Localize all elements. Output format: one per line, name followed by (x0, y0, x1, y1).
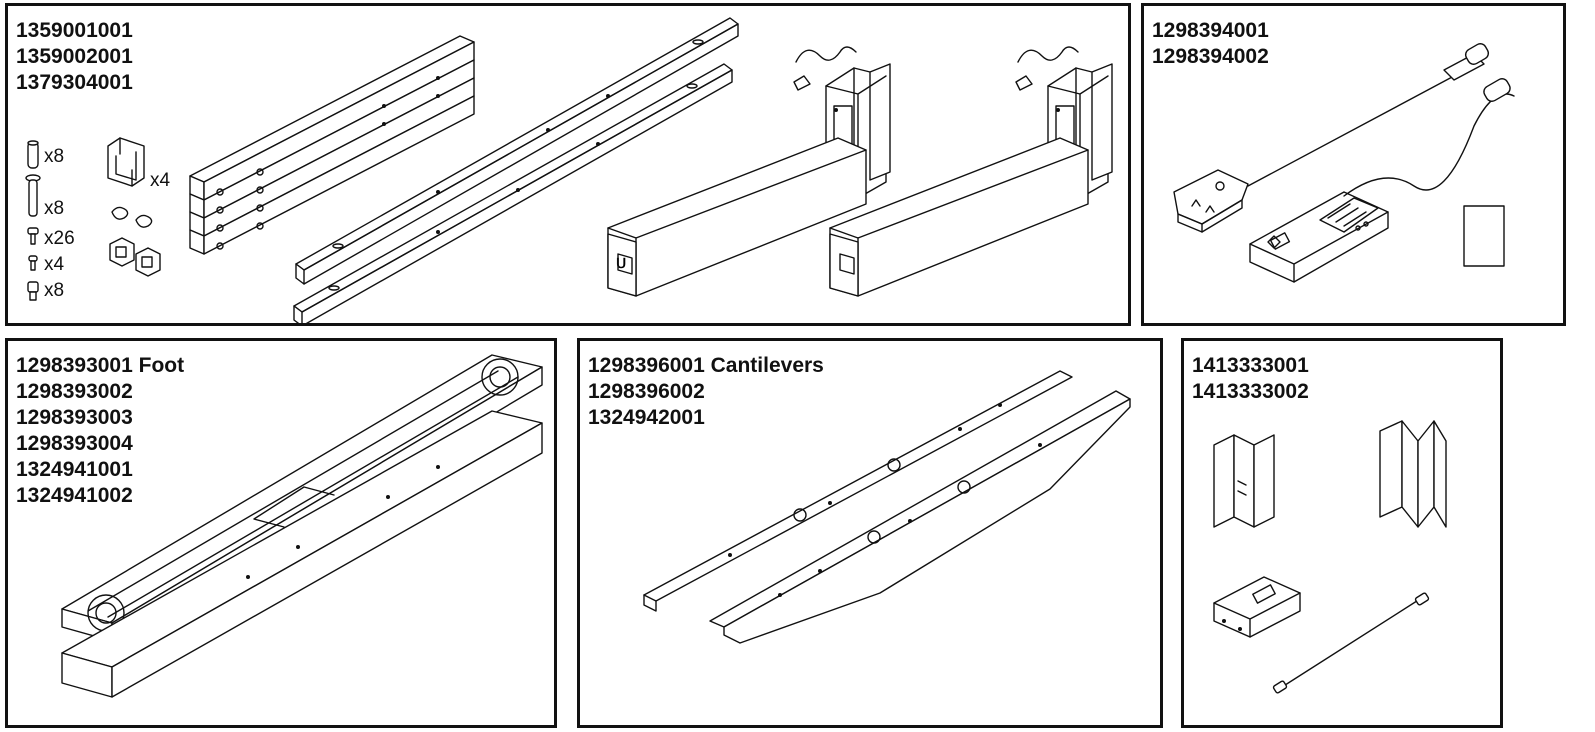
foot-part-numbers: 1298393001 Foot 1298393002 1298393003 12… (16, 353, 184, 509)
control-box-icon (1250, 192, 1388, 282)
screw-a-quantity: x26 (44, 228, 75, 249)
accessory-parts-drawing (1184, 341, 1500, 725)
part-number: 1298393001 Foot (16, 354, 185, 377)
part-number: 1298396001 Cantilevers (588, 354, 824, 377)
bracket-quantity: x4 (150, 170, 171, 191)
control-module-icon (1214, 577, 1300, 637)
cable-bracket-icon (108, 138, 144, 186)
sleeve-icon (28, 141, 38, 168)
power-plug-icon (1482, 77, 1513, 104)
lifting-column-left: ᑌ (608, 47, 890, 296)
angle-rails (294, 18, 738, 323)
clamp-block-icon (110, 238, 160, 276)
cantilever-upper-icon (644, 371, 1072, 611)
cantilever-lower-icon (710, 391, 1130, 643)
screw-icon (28, 228, 38, 244)
hand-switch-cable (1248, 76, 1454, 186)
sleeve-quantity: x8 (44, 146, 65, 167)
small-screw-icon (29, 256, 37, 270)
power-cord-connector-icon (1415, 592, 1429, 605)
pin-quantity: x8 (44, 198, 65, 219)
part-number: 1298393004 (16, 432, 133, 455)
part-number: 1324941001 (16, 458, 133, 481)
part-number: 1298393003 (16, 406, 133, 429)
pin-icon (26, 175, 40, 216)
din-plug-icon (1444, 42, 1491, 80)
folded-leaflet-icon (1214, 435, 1274, 527)
bolt-icon (28, 282, 38, 300)
control-part-numbers: 1298394001 1298394002 (1152, 18, 1269, 70)
foot-base-icon (62, 355, 542, 641)
cable-clip-icon (112, 207, 152, 227)
panel-frame-parts: 1359001001 1359002001 1379304001 x8 x8 x… (5, 3, 1131, 326)
panel-control-parts: 1298394001 1298394002 (1141, 3, 1566, 326)
panel-cantilever-parts: 1298396001 Cantilevers 1298396002 132494… (577, 338, 1163, 728)
accessory-part-numbers: 1413333001 1413333002 (1192, 353, 1309, 405)
part-number: 1298394001 (1152, 19, 1269, 42)
frame-parts-drawing: ᑌ (8, 6, 1128, 323)
manual-sheet-icon (1464, 206, 1504, 266)
part-number: 1324941002 (16, 484, 133, 507)
part-number: 1298394002 (1152, 45, 1269, 68)
frame-part-numbers: 1359001001 1359002001 1379304001 (16, 18, 133, 96)
cantilever-parts-drawing (580, 341, 1160, 725)
part-number: 1324942001 (588, 406, 705, 429)
part-number: 1413333002 (1192, 380, 1309, 403)
panel-accessory-parts: 1413333001 1413333002 (1181, 338, 1503, 728)
foot-cover-icon (62, 411, 542, 697)
part-number: 1298393002 (16, 380, 133, 403)
part-number: 1359002001 (16, 45, 133, 68)
lifting-column-right (830, 47, 1112, 296)
foot-parts-drawing (8, 341, 554, 725)
screw-b-quantity: x4 (44, 254, 65, 275)
control-parts-drawing (1144, 6, 1563, 323)
cantilever-part-numbers: 1298396001 Cantilevers 1298396002 132494… (588, 353, 824, 431)
part-number: 1379304001 (16, 71, 133, 94)
power-cord-icon (1282, 599, 1420, 687)
screw-c-quantity: x8 (44, 280, 65, 301)
panel-foot-parts: 1298393001 Foot 1298393002 1298393003 12… (5, 338, 557, 728)
booklet-icon (1380, 421, 1446, 527)
power-cable (1344, 94, 1514, 196)
hand-switch-icon (1174, 170, 1248, 232)
power-cord-plug-icon (1273, 680, 1287, 693)
part-number: 1298396002 (588, 380, 705, 403)
crossbar-tubes (190, 36, 474, 254)
part-number: 1359001001 (16, 19, 133, 42)
part-number: 1413333001 (1192, 354, 1309, 377)
svg-text:ᑌ: ᑌ (616, 255, 626, 271)
